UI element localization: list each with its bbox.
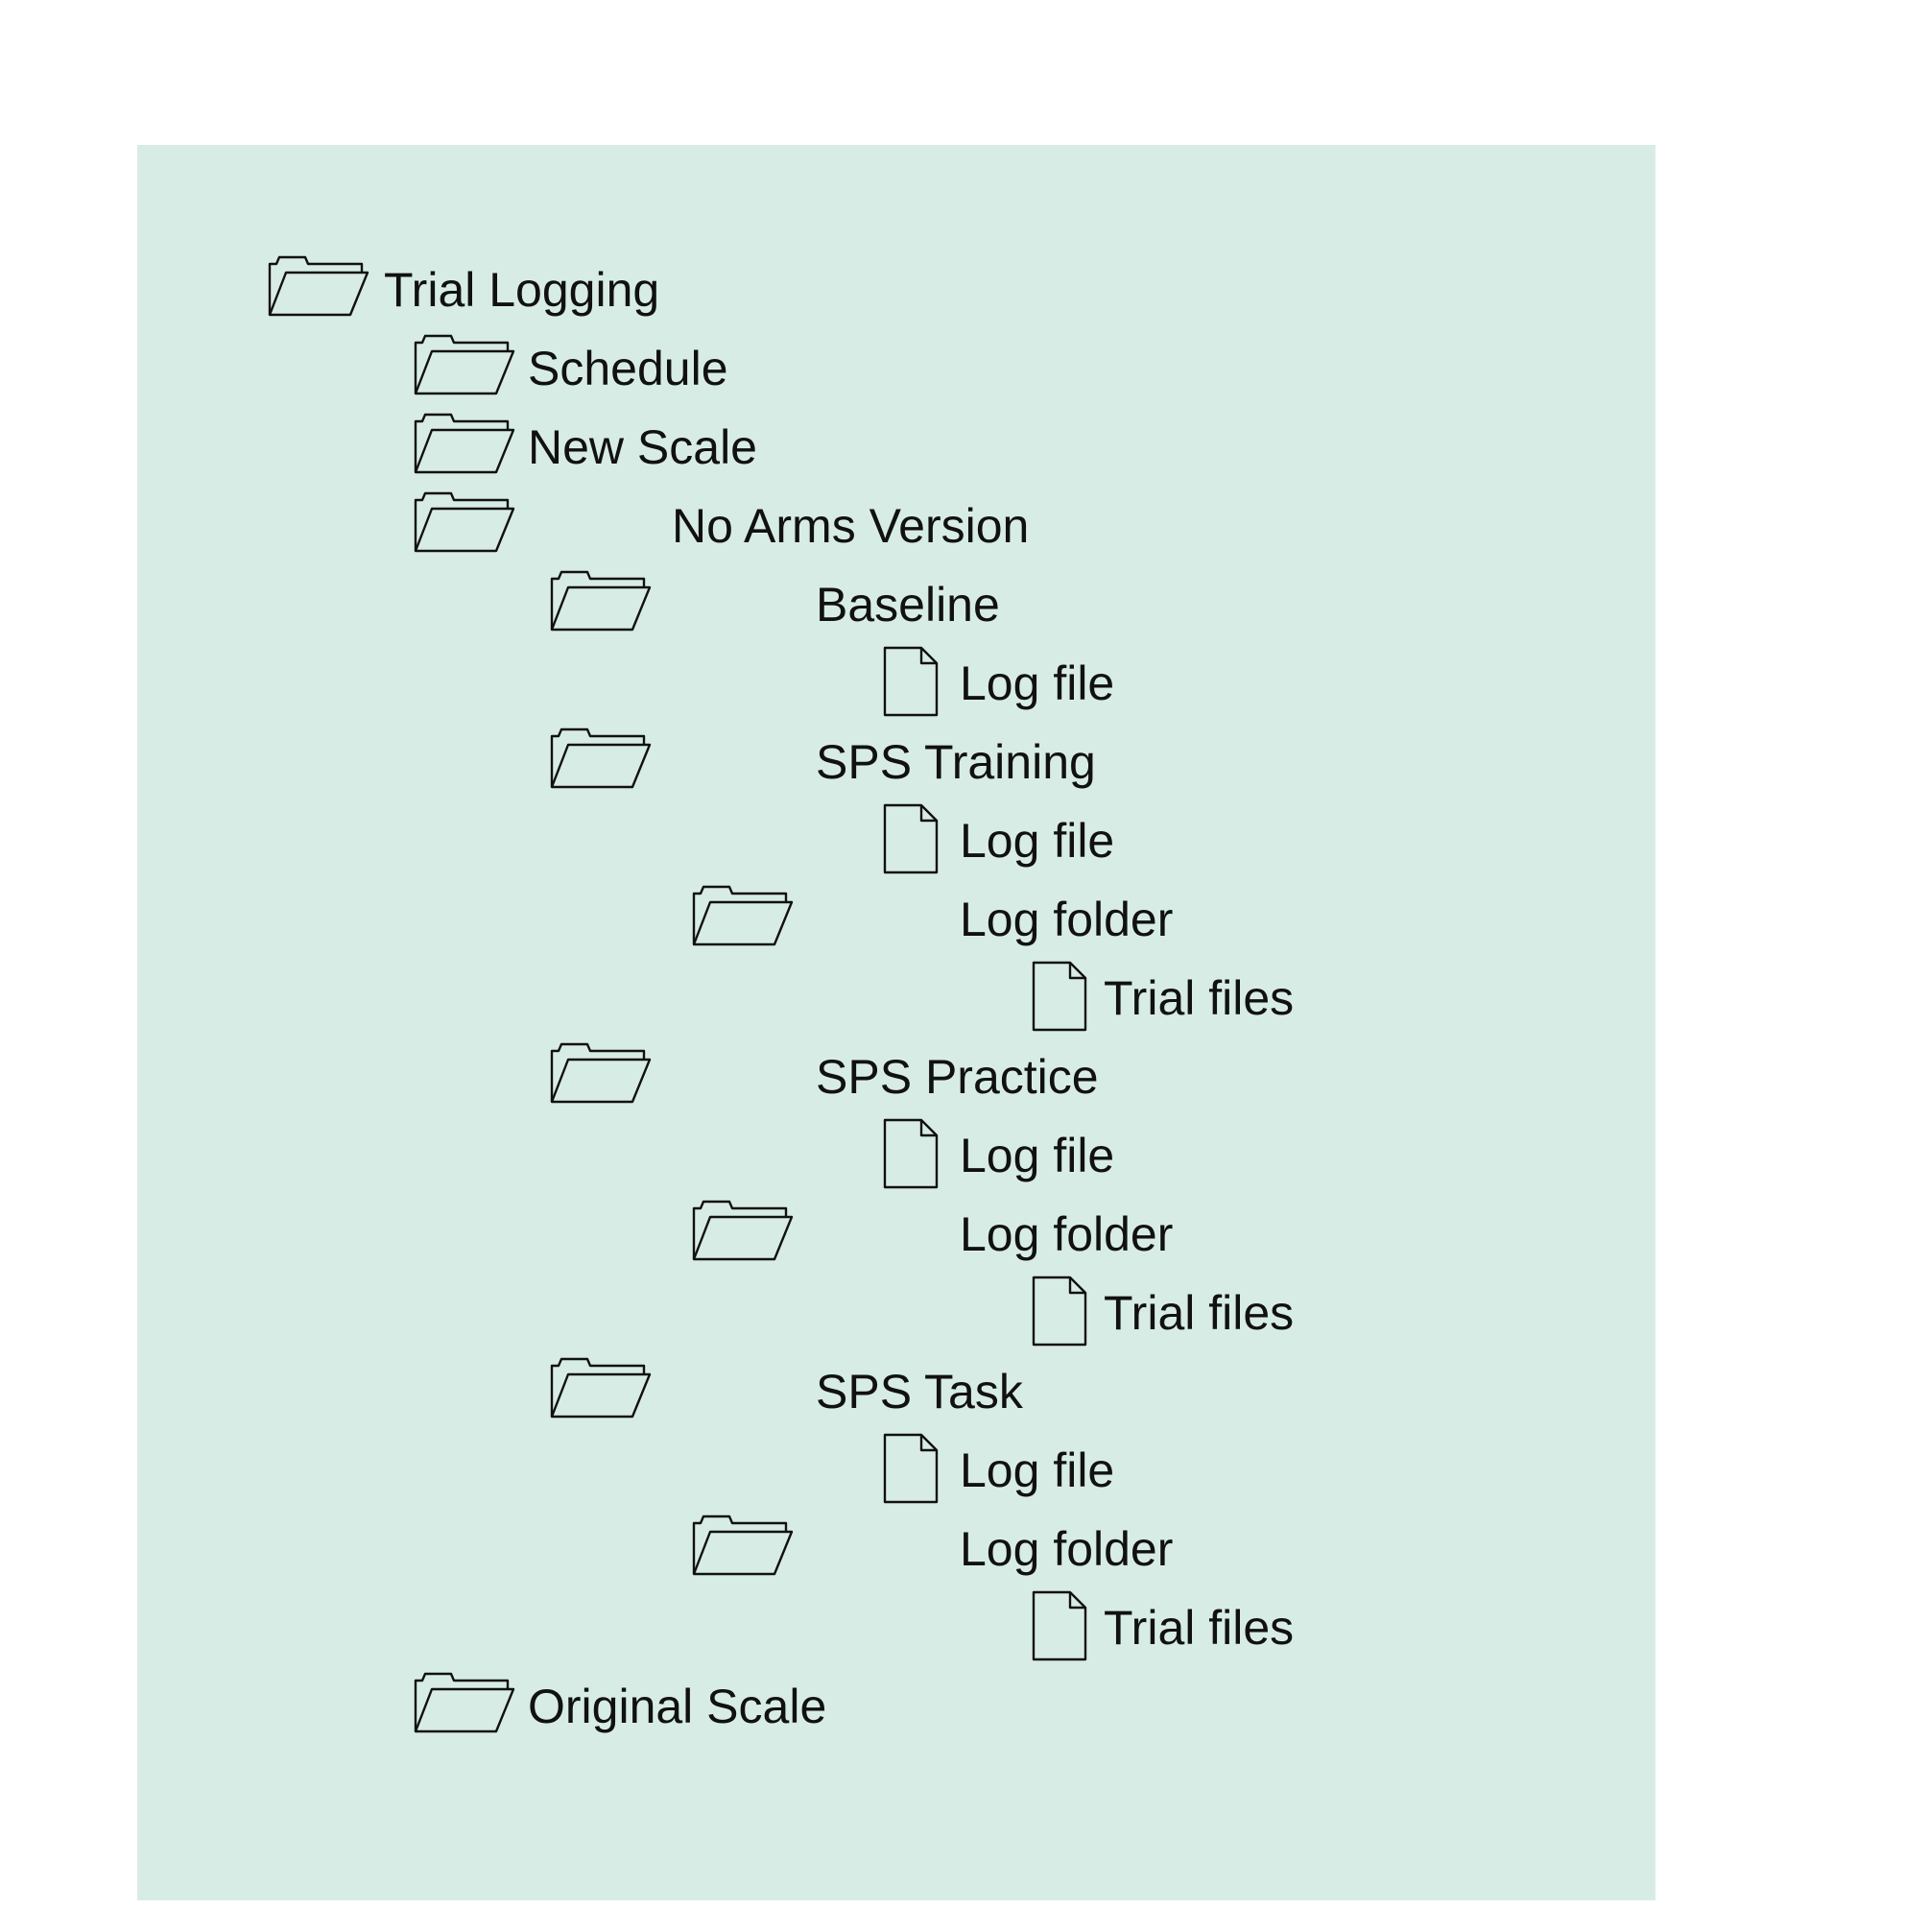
file-icon bbox=[1032, 1274, 1087, 1354]
tree-node-label: New Scale bbox=[528, 420, 757, 474]
folder-open-icon bbox=[549, 565, 653, 648]
tree-node-label: Log folder bbox=[960, 893, 1174, 946]
tree-node-sps-training-log-file[interactable]: Log file bbox=[137, 801, 1655, 880]
folder-open-icon bbox=[413, 408, 516, 490]
tree-node-label: Log file bbox=[960, 656, 1115, 710]
tree-node-label: Trial files bbox=[1104, 1601, 1295, 1655]
file-icon bbox=[1032, 1588, 1087, 1669]
tree-node-sps-task-log-folder[interactable]: Log folder bbox=[137, 1510, 1655, 1588]
file-icon bbox=[883, 1431, 939, 1512]
tree-node-baseline-log-file[interactable]: Log file bbox=[137, 644, 1655, 723]
folder-open-icon bbox=[549, 723, 653, 805]
tree-node-trial-logging[interactable]: Trial Logging bbox=[137, 250, 1655, 329]
tree-node-new-scale[interactable]: New Scale bbox=[137, 408, 1655, 487]
tree-node-sps-task-trial-files[interactable]: Trial files bbox=[137, 1588, 1655, 1667]
tree-node-label: SPS Training bbox=[816, 735, 1096, 789]
file-icon bbox=[883, 1116, 939, 1197]
file-icon bbox=[883, 644, 939, 725]
tree-node-label: Log file bbox=[960, 814, 1115, 868]
folder-open-icon bbox=[267, 250, 370, 333]
folder-open-icon bbox=[413, 1667, 516, 1750]
tree-node-original-scale[interactable]: Original Scale bbox=[137, 1667, 1655, 1746]
tree-node-no-arms-version[interactable]: No Arms Version bbox=[137, 487, 1655, 565]
tree-node-sps-training-trial-files[interactable]: Trial files bbox=[137, 959, 1655, 1038]
tree-node-label: Log file bbox=[960, 1129, 1115, 1182]
file-icon bbox=[883, 801, 939, 882]
tree-node-sps-training[interactable]: SPS Training bbox=[137, 723, 1655, 801]
tree-node-label: Trial files bbox=[1104, 1286, 1295, 1340]
tree-node-label: Log file bbox=[960, 1443, 1115, 1497]
tree-node-sps-training-log-folder[interactable]: Log folder bbox=[137, 880, 1655, 959]
tree-node-sps-task[interactable]: SPS Task bbox=[137, 1352, 1655, 1431]
folder-open-icon bbox=[549, 1038, 653, 1120]
tree-node-sps-practice-trial-files[interactable]: Trial files bbox=[137, 1274, 1655, 1352]
folder-open-icon bbox=[413, 329, 516, 412]
tree-node-label: Baseline bbox=[816, 578, 1000, 632]
tree-node-label: Schedule bbox=[528, 342, 728, 395]
tree-node-label: No Arms Version bbox=[672, 499, 1030, 553]
tree-node-label: Log folder bbox=[960, 1522, 1174, 1576]
tree-node-label: Log folder bbox=[960, 1207, 1174, 1261]
file-icon bbox=[1032, 959, 1087, 1039]
folder-open-icon bbox=[691, 1510, 795, 1592]
tree-node-label: Original Scale bbox=[528, 1680, 827, 1733]
tree-node-sps-task-log-file[interactable]: Log file bbox=[137, 1431, 1655, 1510]
folder-open-icon bbox=[549, 1352, 653, 1435]
folder-open-icon bbox=[691, 1195, 795, 1277]
tree-node-sps-practice[interactable]: SPS Practice bbox=[137, 1038, 1655, 1116]
tree-node-schedule[interactable]: Schedule bbox=[137, 329, 1655, 408]
folder-open-icon bbox=[691, 880, 795, 963]
tree-node-sps-practice-log-folder[interactable]: Log folder bbox=[137, 1195, 1655, 1274]
tree-node-label: SPS Task bbox=[816, 1365, 1023, 1419]
folder-open-icon bbox=[413, 487, 516, 569]
tree-node-label: SPS Practice bbox=[816, 1050, 1099, 1104]
tree-node-baseline[interactable]: Baseline bbox=[137, 565, 1655, 644]
tree-node-sps-practice-log-file[interactable]: Log file bbox=[137, 1116, 1655, 1195]
tree-node-label: Trial Logging bbox=[384, 263, 660, 317]
tree-node-label: Trial files bbox=[1104, 971, 1295, 1025]
